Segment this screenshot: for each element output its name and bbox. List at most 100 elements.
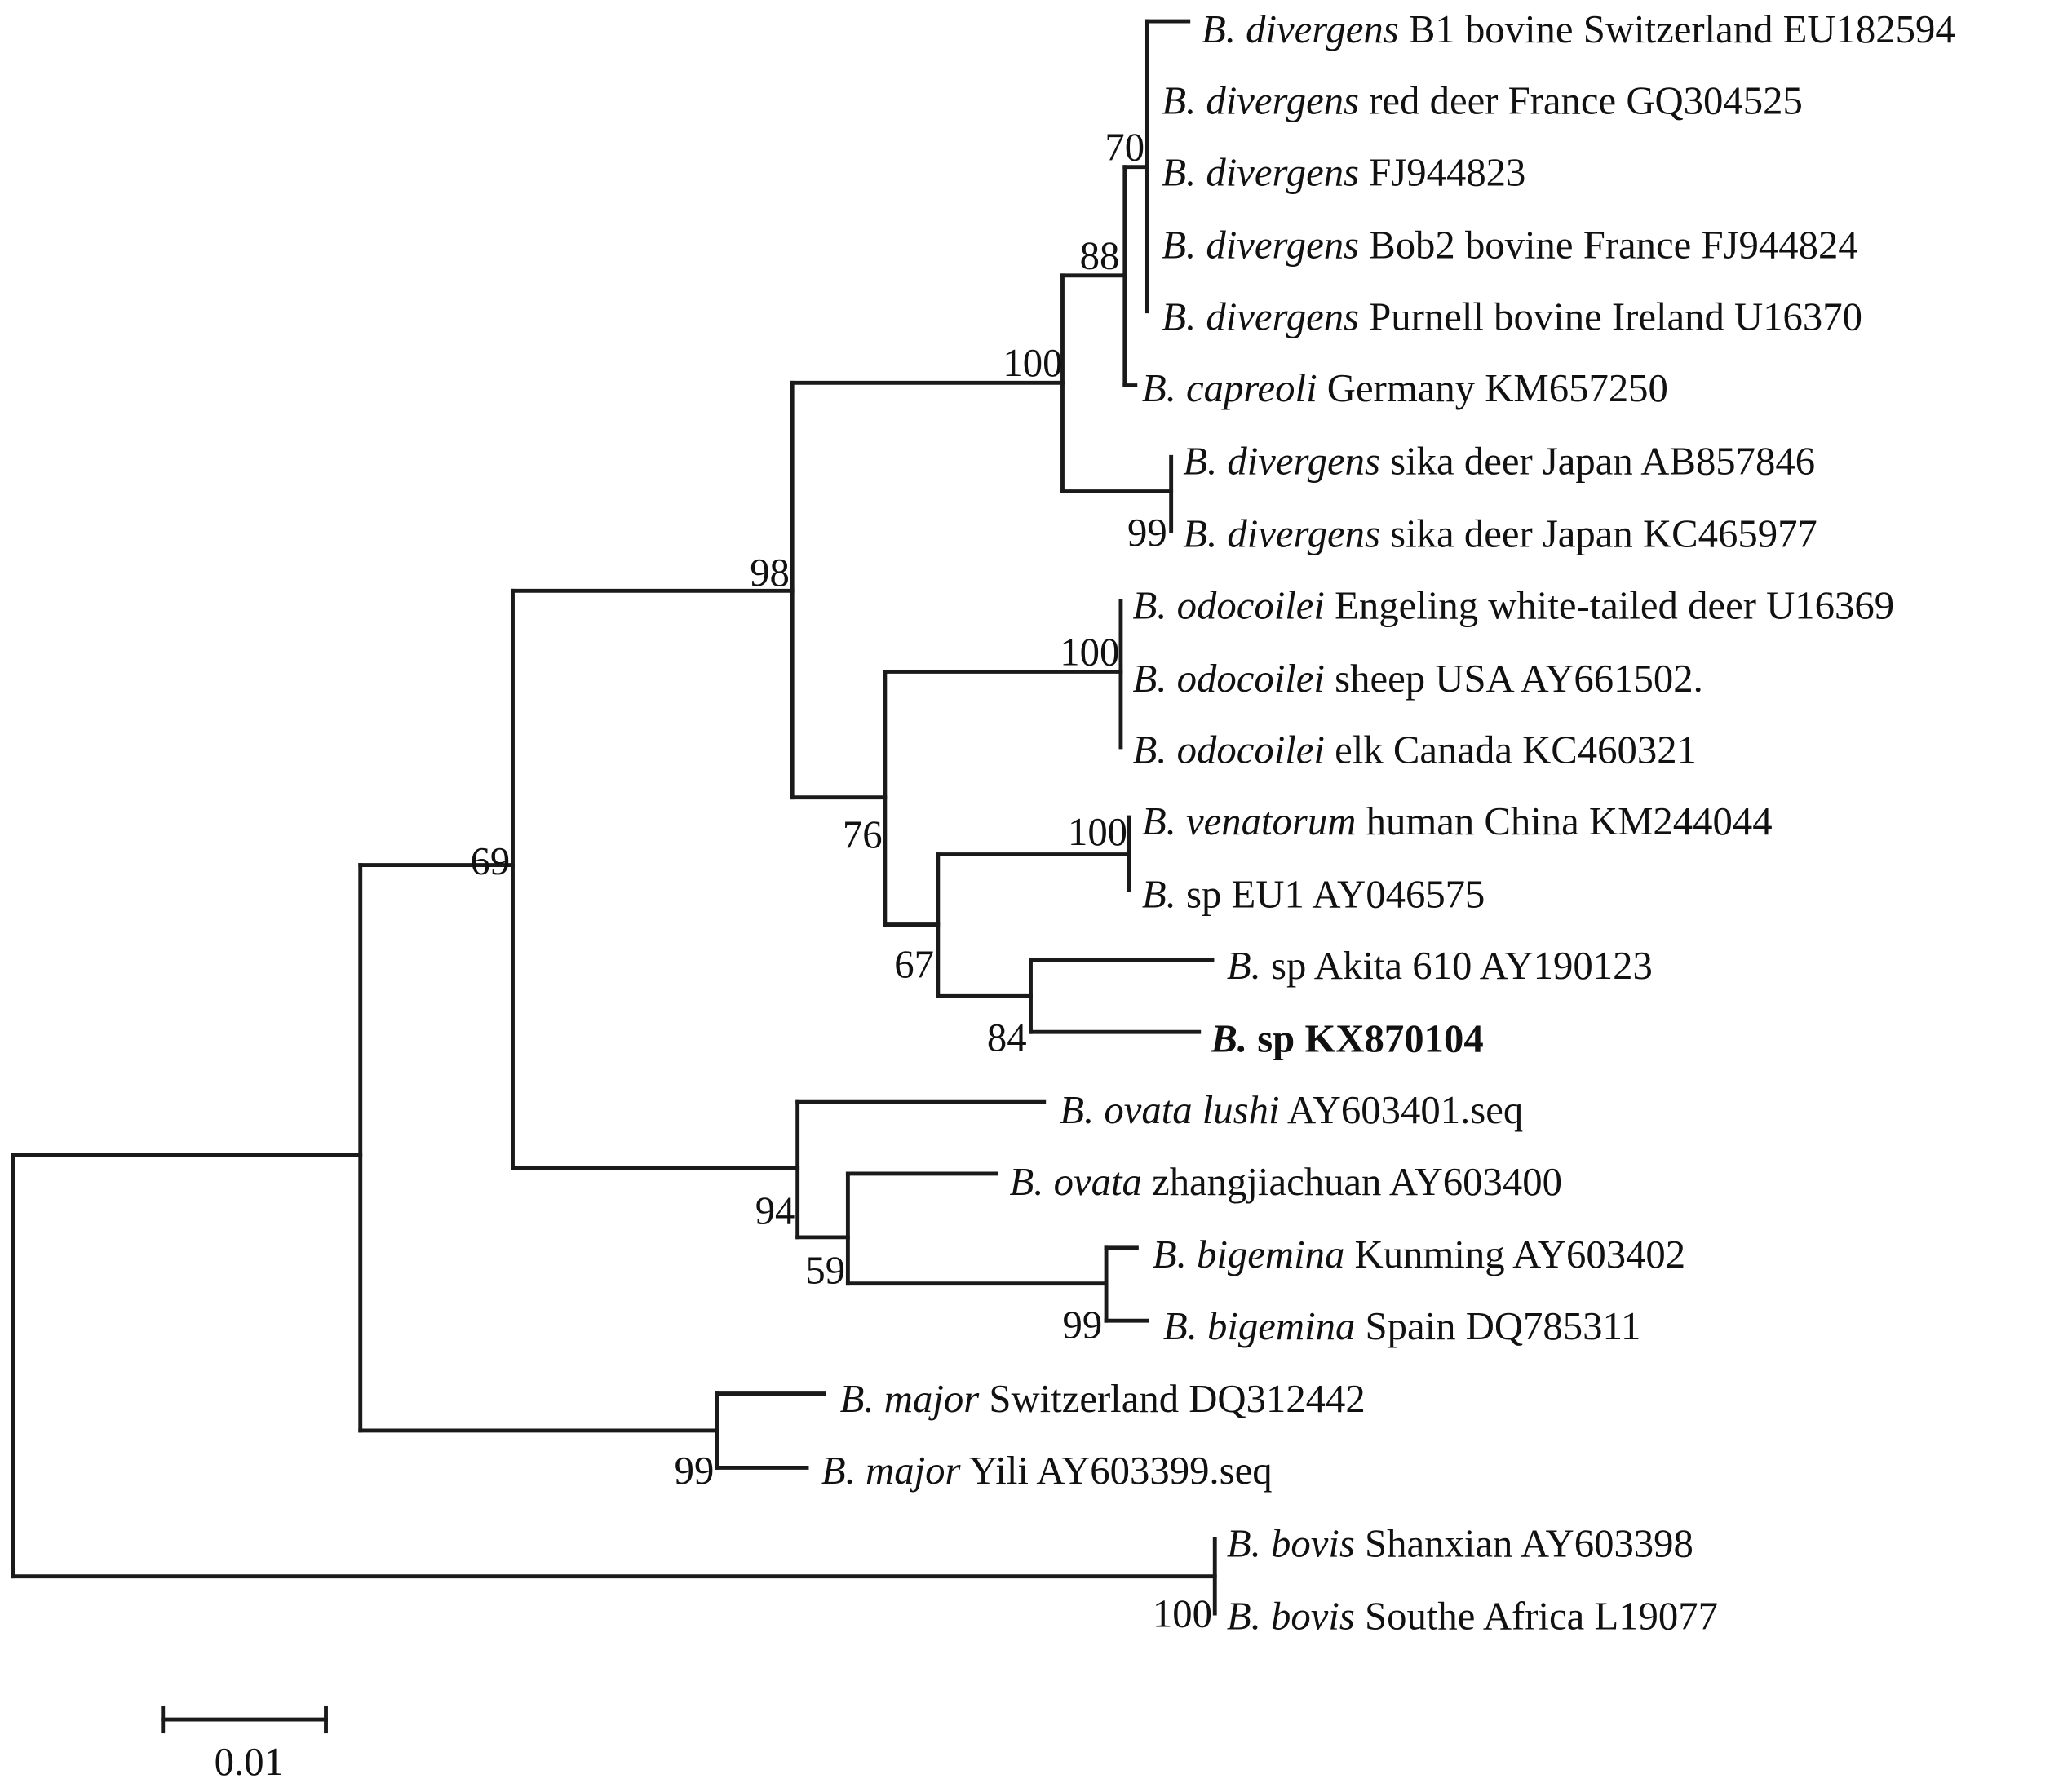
taxon-genus: B. [1162, 294, 1196, 338]
taxon-accession: red deer France GQ304525 [1359, 79, 1803, 123]
taxon-species: odocoilei [1167, 657, 1325, 701]
taxon-label: B. major Switzerland DQ312442 [840, 1377, 1366, 1421]
taxon-accession: sp EU1 AY046575 [1176, 872, 1485, 916]
taxon-accession: Kunming AY603402 [1344, 1232, 1685, 1276]
taxon-label: B. odocoilei elk Canada KC460321 [1133, 728, 1697, 772]
taxon-genus: B. [1142, 872, 1176, 916]
taxon-label: B. bigemina Kunming AY603402 [1153, 1232, 1685, 1276]
bootstrap-value: 69 [471, 839, 511, 883]
taxon-accession: human China KM244044 [1356, 799, 1772, 843]
taxon-genus: B. [1010, 1160, 1044, 1204]
taxon-accession: elk Canada KC460321 [1325, 728, 1697, 772]
taxon-accession: Yili AY603399.seq [960, 1449, 1272, 1493]
taxon-accession: sika deer Japan AB857846 [1380, 439, 1815, 483]
taxon-genus: B. [1162, 150, 1196, 194]
taxon-genus: B. [1202, 7, 1236, 51]
taxon-accession: FJ944823 [1359, 150, 1525, 194]
bootstrap-value: 99 [1127, 511, 1167, 555]
taxon-species: divergens [1236, 7, 1399, 51]
taxon-label: B. ovata lushi AY603401.seq [1060, 1088, 1523, 1132]
bootstrap-value: 59 [805, 1249, 845, 1293]
taxon-species: divergens [1217, 512, 1380, 556]
taxon-label: B. divergens FJ944823 [1162, 150, 1525, 194]
taxon-label: B. major Yili AY603399.seq [821, 1449, 1273, 1493]
taxon-species: ovata [1043, 1160, 1141, 1204]
tree-branches [11, 19, 1217, 1616]
taxon-genus: B. [821, 1449, 856, 1493]
taxon-genus: B. [1210, 1017, 1247, 1061]
scale-bar: 0.01 [161, 1705, 328, 1783]
taxon-accession: Switzerland DQ312442 [979, 1377, 1366, 1421]
bootstrap-value: 100 [1003, 341, 1062, 385]
taxon-species: capreoli [1176, 366, 1317, 410]
taxon-accession: AY603401.seq [1280, 1088, 1524, 1132]
taxon-accession: Engeling white-tailed deer U16369 [1325, 583, 1894, 627]
taxon-genus: B. [1153, 1232, 1187, 1276]
taxon-genus: B. [840, 1377, 874, 1421]
taxon-genus: B. [1227, 944, 1261, 988]
taxon-label: B. ovata zhangjiachuan AY603400 [1010, 1160, 1562, 1204]
taxon-genus: B. [1133, 657, 1167, 701]
taxon-genus: B. [1227, 1595, 1261, 1639]
taxon-label: B. divergens sika deer Japan AB857846 [1183, 439, 1815, 483]
taxon-label: B. sp KX870104 [1210, 1017, 1483, 1061]
taxon-genus: B. [1163, 1304, 1198, 1348]
taxon-species: divergens [1217, 439, 1380, 483]
taxon-label: B. divergens red deer France GQ304525 [1162, 79, 1803, 123]
taxon-label: B. bovis Southe Africa L19077 [1227, 1595, 1718, 1639]
taxon-species: bovis [1261, 1521, 1355, 1565]
taxon-genus: B. [1227, 1521, 1261, 1565]
taxon-species: ovata lushi [1094, 1088, 1279, 1132]
taxon-genus: B. [1142, 366, 1176, 410]
bootstrap-value: 99 [675, 1449, 715, 1493]
taxon-label: B. divergens B1 bovine Switzerland EU182… [1202, 7, 1955, 51]
taxon-accession: sp Akita 610 AY190123 [1261, 944, 1653, 988]
taxon-accession: B1 bovine Switzerland EU182594 [1399, 7, 1955, 51]
bootstrap-value: 67 [894, 943, 934, 987]
taxon-accession: Germany KM657250 [1317, 366, 1668, 410]
taxon-accession: zhangjiachuan AY603400 [1142, 1160, 1562, 1204]
taxon-genus: B. [1162, 223, 1196, 268]
taxon-species: odocoilei [1167, 728, 1325, 772]
taxon-label: B. capreoli Germany KM657250 [1142, 366, 1668, 410]
taxon-accession: Shanxian AY603398 [1355, 1521, 1693, 1565]
bootstrap-value: 100 [1060, 630, 1119, 674]
taxon-label: B. sp Akita 610 AY190123 [1227, 944, 1653, 988]
taxon-genus: B. [1183, 512, 1217, 556]
taxon-label: B. divergens Purnell bovine Ireland U163… [1162, 294, 1862, 338]
bootstrap-value: 98 [750, 551, 790, 595]
taxon-species: venatorum [1176, 799, 1357, 843]
taxon-genus: B. [1060, 1088, 1094, 1132]
taxon-species: bigemina [1187, 1232, 1345, 1276]
taxon-genus: B. [1142, 799, 1176, 843]
bootstrap-value: 100 [1153, 1591, 1212, 1635]
scale-bar-label: 0.01 [215, 1740, 284, 1783]
bootstrap-value: 88 [1080, 234, 1120, 278]
taxon-label: B. divergens sika deer Japan KC465977 [1183, 512, 1817, 556]
taxon-accession: Spain DQ785311 [1355, 1304, 1640, 1348]
taxon-genus: B. [1133, 583, 1167, 627]
taxon-accession: Southe Africa L19077 [1355, 1595, 1718, 1639]
taxon-species: bovis [1261, 1595, 1355, 1639]
taxon-accession: Purnell bovine Ireland U16370 [1359, 294, 1862, 338]
taxon-accession: Bob2 bovine France FJ944824 [1359, 223, 1858, 268]
taxon-accession: sika deer Japan KC465977 [1380, 512, 1817, 556]
taxon-genus: B. [1162, 79, 1196, 123]
taxon-genus: B. [1183, 439, 1217, 483]
taxon-label: B. bigemina Spain DQ785311 [1163, 1304, 1641, 1348]
taxon-species: divergens [1196, 294, 1359, 338]
bootstrap-value: 70 [1105, 126, 1144, 170]
taxon-accession: sp KX870104 [1247, 1017, 1484, 1061]
taxon-label: B. odocoilei sheep USA AY661502. [1133, 657, 1703, 701]
bootstrap-value: 76 [843, 812, 883, 856]
taxon-label: B. odocoilei Engeling white-tailed deer … [1133, 583, 1895, 627]
taxon-genus: B. [1133, 728, 1167, 772]
taxon-labels: B. divergens B1 bovine Switzerland EU182… [821, 7, 1955, 1639]
taxon-label: B. venatorum human China KM244044 [1142, 799, 1773, 843]
bootstrap-value: 84 [987, 1015, 1027, 1060]
taxon-species: major [856, 1449, 962, 1493]
taxon-label: B. divergens Bob2 bovine France FJ944824 [1162, 223, 1857, 268]
taxon-label: B. bovis Shanxian AY603398 [1227, 1521, 1693, 1565]
